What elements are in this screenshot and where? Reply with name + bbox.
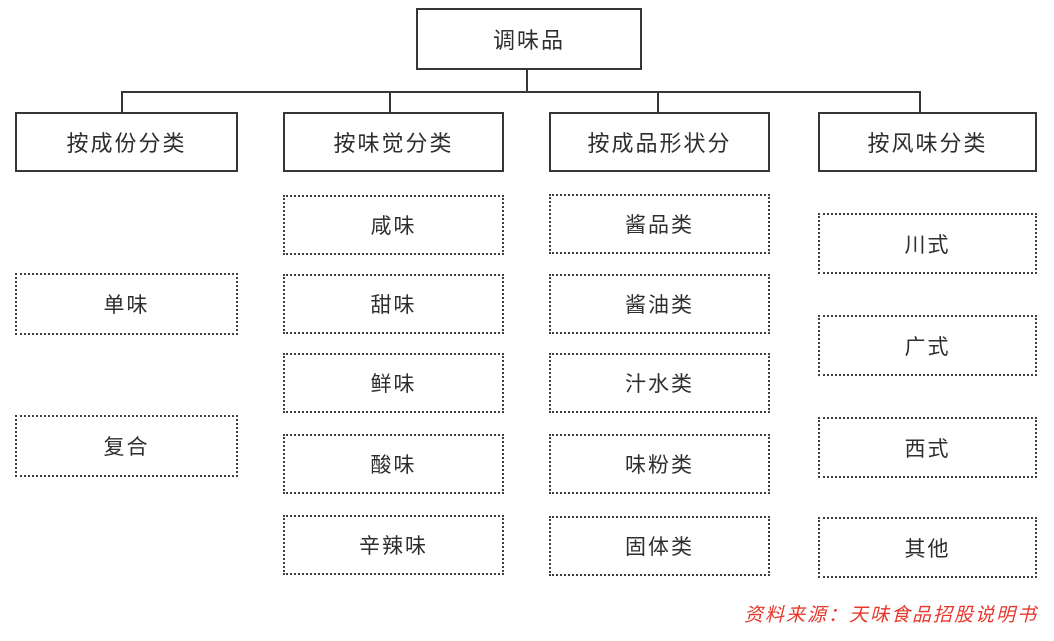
leaf-box: 单味 <box>15 273 238 335</box>
leaf-box: 固体类 <box>549 516 770 576</box>
category-header-by-product-shape: 按成品形状分 <box>549 112 770 172</box>
leaf-box: 酸味 <box>283 434 504 494</box>
connector-line <box>121 91 921 93</box>
leaf-box: 复合 <box>15 415 238 477</box>
connector-line <box>526 68 528 92</box>
leaf-box: 辛辣味 <box>283 515 504 575</box>
connector-line <box>389 91 391 113</box>
leaf-box: 西式 <box>818 417 1037 478</box>
connector-line <box>121 91 123 113</box>
category-header-by-taste: 按味觉分类 <box>283 112 504 172</box>
leaf-box: 鲜味 <box>283 353 504 413</box>
connector-line <box>657 91 659 113</box>
leaf-box: 广式 <box>818 315 1037 376</box>
leaf-box: 酱油类 <box>549 274 770 334</box>
category-header-by-flavor-style: 按风味分类 <box>818 112 1037 172</box>
leaf-box: 其他 <box>818 517 1037 578</box>
leaf-box: 汁水类 <box>549 353 770 413</box>
leaf-box: 酱品类 <box>549 194 770 254</box>
leaf-box: 味粉类 <box>549 434 770 494</box>
root-box: 调味品 <box>416 8 642 70</box>
leaf-box: 甜味 <box>283 274 504 334</box>
leaf-box: 川式 <box>818 213 1037 274</box>
leaf-box: 咸味 <box>283 195 504 255</box>
category-header-by-ingredient: 按成份分类 <box>15 112 238 172</box>
connector-line <box>919 91 921 113</box>
source-note: 资料来源：天味食品招股说明书 <box>743 605 1038 626</box>
